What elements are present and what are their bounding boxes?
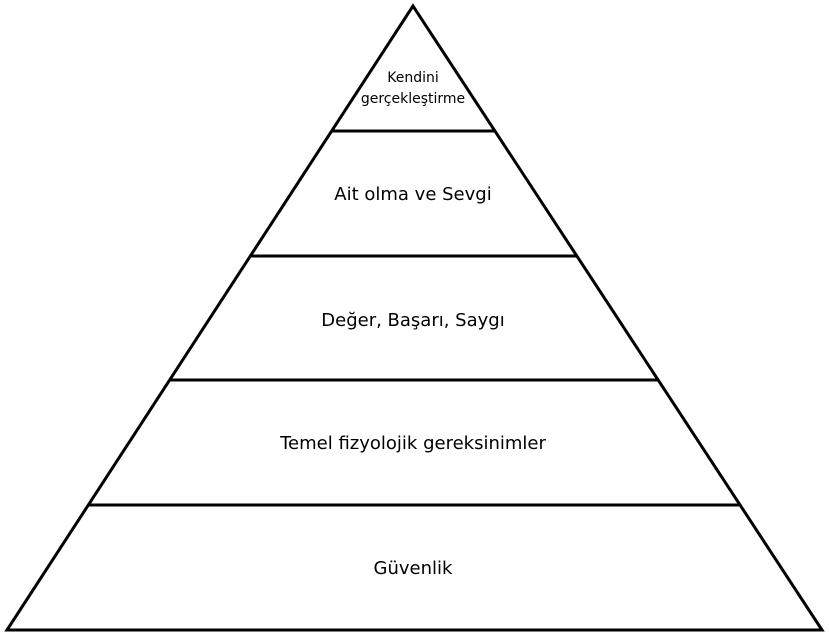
level-1-label-line-2: gerçekleştirme <box>361 91 465 107</box>
level-1-label-line-1: Kendini <box>387 70 439 86</box>
level-2-label: Ait olma ve Sevgi <box>334 184 491 205</box>
level-4-label: Temel fizyolojik gereksinimler <box>279 433 546 454</box>
level-3-label: Değer, Başarı, Saygı <box>321 310 504 331</box>
level-5-label: Güvenlik <box>374 558 453 579</box>
pyramid-outline <box>4 3 825 632</box>
